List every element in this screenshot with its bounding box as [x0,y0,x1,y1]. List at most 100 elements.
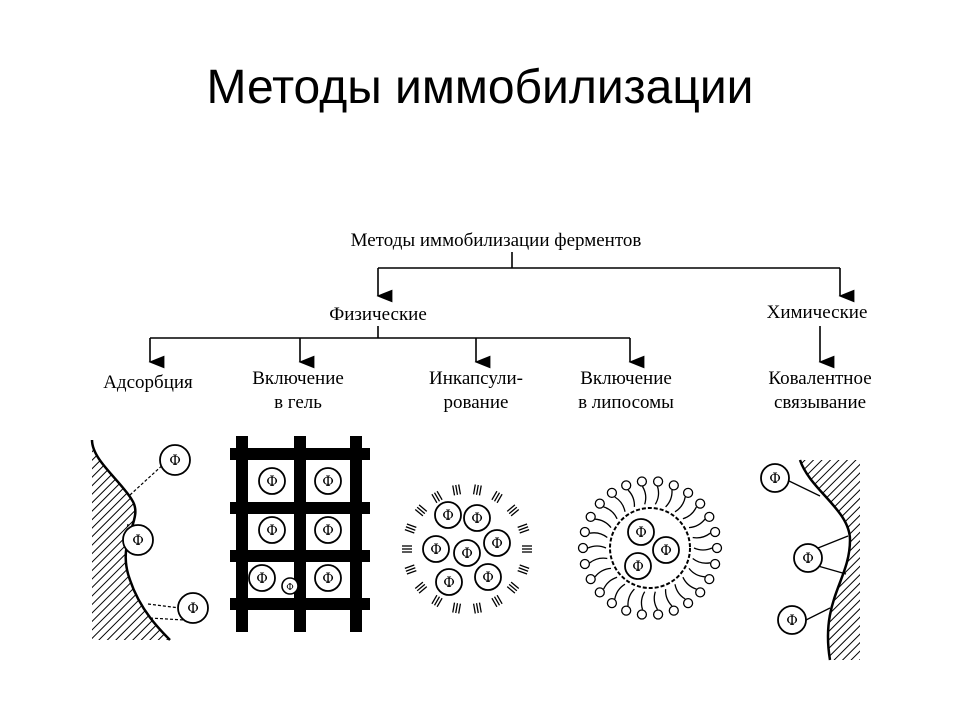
lipid-head [594,587,605,598]
enzyme-symbol: Ф [802,551,814,567]
covalent-label-line1: Ковалентное [768,368,871,389]
lipid-head [579,558,591,570]
encapsulation-label-line2: рование [444,392,509,413]
lipid-tail [665,489,673,508]
membrane-segment [522,545,532,553]
lipid-tail [595,518,612,529]
lipid-tail [614,583,626,600]
enzyme-symbol: Ф [660,543,672,559]
enzyme-symbol: Ф [322,571,334,587]
chemical-label: Химические [767,302,868,323]
lipid-head [682,487,694,499]
covalent-label-line2: связывание [774,392,866,413]
lipid-tail [627,489,636,507]
lipid-head [606,597,618,609]
lipid-head [668,480,679,491]
membrane-segment [472,602,482,614]
enzyme-symbol: Ф [256,571,268,587]
lipid-head [636,476,648,487]
gel-label-line1: Включение [252,368,344,389]
lipid-head [709,558,721,570]
enzyme-symbol: Ф [322,474,334,490]
lipid-tail [693,547,713,551]
enzyme-symbol: Ф [266,523,278,539]
liposome-label-line2: в липосомы [578,392,674,413]
lipid-tail [603,506,618,520]
lipid-head [652,609,664,620]
enzyme-symbol: Ф [482,570,494,586]
lipid-tail [603,576,618,590]
lipid-tail [692,557,711,564]
membrane-segment [431,594,443,608]
liposome-label-line1: Включение [580,368,672,389]
lipid-head [585,573,596,585]
lipid-tail [653,591,659,610]
lipid-head [585,511,596,523]
lipid-head [594,498,605,509]
lipid-tail [587,545,607,549]
membrane-segment [506,504,520,517]
lipid-head [606,487,618,499]
lipid-tail [654,486,660,505]
enzyme-symbol: Ф [442,508,454,524]
lipid-head [577,542,589,554]
adsorption-label: Адсорбция [103,372,193,393]
lipid-tail [589,532,608,539]
lipid-tail [674,496,686,513]
membrane-segment [431,490,443,504]
membrane-segment [414,581,428,594]
lipid-tail [674,584,686,600]
enzyme-symbol: Ф [266,474,278,490]
lipid-head [621,605,632,616]
lipid-head [668,605,679,616]
enzyme-symbol: Ф [187,601,199,617]
lipid-head [695,498,706,509]
lipid-head [652,476,664,487]
enzyme-symbol: Ф [632,559,644,575]
membrane-segment [506,581,520,594]
enzyme-symbol: Ф [786,613,798,629]
lipid-tail [692,532,711,539]
enzyme-symbol: Ф [491,536,503,552]
lipid-head [621,480,632,491]
lipid-head [579,526,591,538]
encapsulation-label-line1: Инкапсули- [429,368,523,389]
lipid-head [711,542,723,554]
lipid-tail [594,567,612,578]
adsorption-illustration: Ф Ф Ф [90,439,209,641]
lipid-tail [641,486,647,505]
enzyme-symbol: Ф [322,523,334,539]
membrane-segment [402,545,412,553]
lipid-tail [682,506,697,520]
enzyme-symbol: Ф [471,511,483,527]
lipid-tail [640,591,646,610]
enzyme-symbol: Ф [169,453,181,469]
membrane-segment [404,564,417,575]
enzyme-symbol: Ф [430,542,442,558]
lipid-head [695,587,706,598]
lipid-head [709,526,721,538]
lipid-tail [614,496,626,512]
lipid-head [704,573,715,585]
tree-connectors [148,252,855,369]
lipid-head [682,597,694,609]
membrane-segment [491,490,503,504]
lipid-tail [627,588,635,607]
lipid-head [636,609,648,620]
enzyme-symbol: Ф [443,575,455,591]
lipid-tail [589,557,608,564]
enzyme-symbol: Ф [286,583,293,593]
liposome-illustration: Ф Ф Ф [577,476,723,620]
membrane-segment [404,523,417,534]
lipid-tail [688,567,705,578]
gel-inclusion-illustration: Ф Ф Ф Ф Ф Ф Ф [230,436,370,632]
lipid-tail [664,589,673,607]
enzyme-symbol: Ф [769,471,781,487]
membrane-segment [414,504,428,517]
encapsulation-illustration: Ф Ф Ф Ф Ф Ф Ф [402,484,532,614]
lipid-tail [688,518,706,529]
physical-label: Физические [329,304,427,325]
covalent-illustration: Ф Ф Ф [760,459,860,661]
enzyme-symbol: Ф [461,546,473,562]
membrane-segment [472,484,482,496]
